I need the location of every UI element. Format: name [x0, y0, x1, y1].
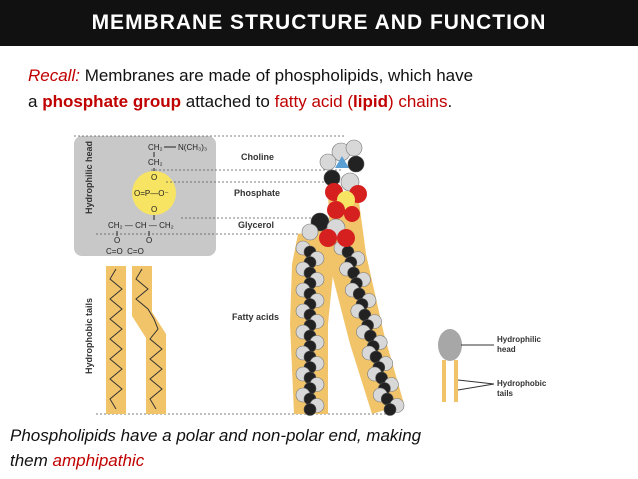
space-filling-model: [290, 139, 405, 416]
caption: Phospholipids have a polar and non-polar…: [10, 423, 570, 473]
caption-line-1: Phospholipids have a polar and non-polar…: [10, 426, 422, 445]
formula-ch2-top: CH₂: [148, 143, 163, 152]
label-fatty-acids: Fatty acids: [232, 312, 279, 322]
caption-text-2: them: [10, 451, 53, 470]
tail-atom: [383, 403, 397, 416]
legend-hydrophilic: Hydrophilic: [497, 335, 542, 344]
formula-o-right: O: [146, 236, 152, 245]
formula-tail-left: [106, 266, 126, 414]
hydrophilic-head-vertical-label: Hydrophilic head: [84, 141, 94, 214]
phospholipid-figure: Hydrophilic head CH₂ N(CH₃)₃ CH₂ O O=P—O…: [74, 135, 547, 416]
recall-text-1: Membranes are made of phospholipids, whi…: [79, 66, 474, 85]
recall-line-1: Recall: Membranes are made of phospholip…: [28, 63, 628, 89]
phosphate-group-term: phosphate group: [42, 92, 182, 111]
recall-paragraph: Recall: Membranes are made of phospholip…: [28, 63, 628, 115]
chains-term: ) chains: [387, 92, 448, 111]
slide-title: MEMBRANE STRUCTURE AND FUNCTION: [0, 0, 638, 46]
recall-label: Recall:: [28, 66, 80, 85]
formula-glycerol-row: CH₂ — CH — CH₂: [108, 221, 174, 230]
phospholipid-icon: [438, 329, 495, 402]
recall-text-2a: a: [28, 92, 43, 111]
formula-ch2-second: CH₂: [148, 158, 163, 167]
legend-hydrophobic: Hydrophobic: [497, 379, 547, 388]
caption-line-2: them amphipathic: [10, 448, 570, 473]
legend-head: head: [497, 345, 516, 354]
lipid-term: lipid: [353, 92, 388, 111]
label-choline: Choline: [241, 152, 274, 162]
recall-text-2b: attached to: [181, 92, 275, 111]
formula-nch3: N(CH₃)₃: [178, 143, 207, 152]
fatty-acid-term: fatty acid (: [274, 92, 354, 111]
amphipathic-term: amphipathic: [52, 451, 145, 470]
formula-o-bottom: O: [151, 205, 157, 214]
label-glycerol: Glycerol: [238, 220, 274, 230]
legend-tails: tails: [497, 389, 514, 398]
formula-phosphate-row: O=P—O⁻: [134, 189, 169, 198]
formula-o-left: O: [114, 236, 120, 245]
formula-carbonyl-row: C=O C=O: [106, 247, 144, 256]
formula-tail-right: [132, 266, 166, 414]
recall-period: .: [447, 92, 453, 111]
hydrophobic-tails-vertical-label: Hydrophobic tails: [84, 298, 94, 374]
recall-line-2: a phosphate group attached to fatty acid…: [28, 89, 628, 115]
label-phosphate: Phosphate: [234, 188, 280, 198]
formula-o-top: O: [151, 173, 157, 182]
phosphate-circle: [132, 171, 176, 215]
tail-atom: [303, 403, 317, 416]
